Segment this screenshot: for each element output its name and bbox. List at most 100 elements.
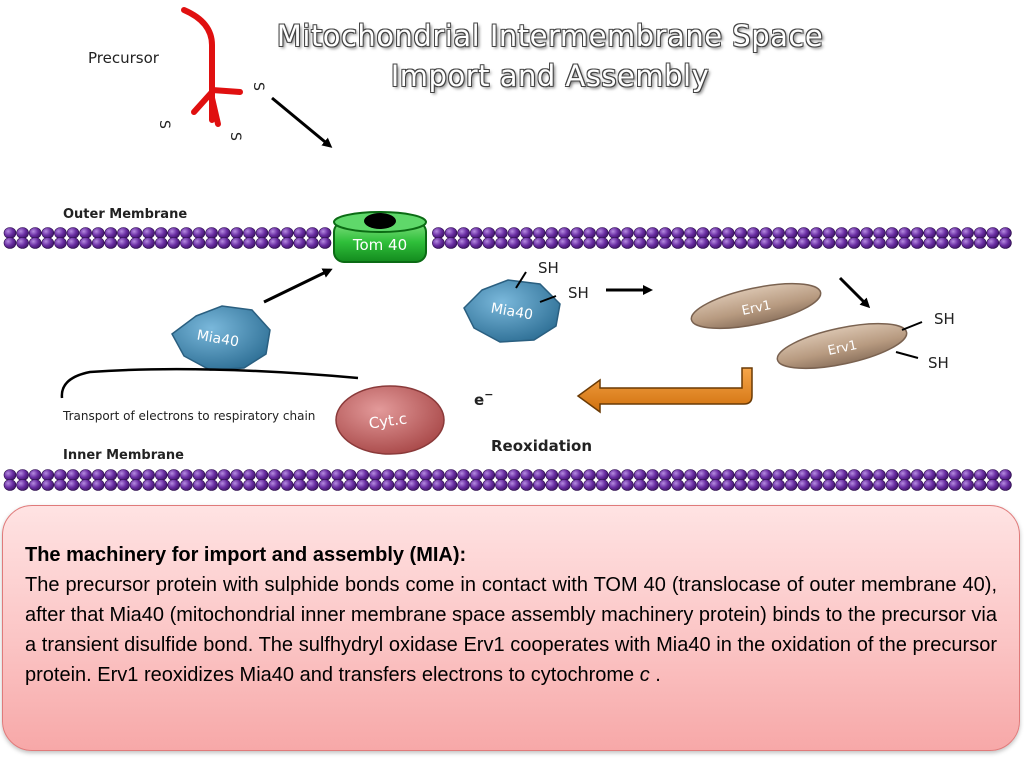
lipid-bead: [318, 479, 332, 491]
lipid-bead: [658, 237, 672, 249]
erv1-sh-label-2: SH: [928, 354, 949, 372]
lipid-bead: [835, 227, 848, 239]
lipid-bead: [331, 469, 344, 481]
lipid-bead: [41, 237, 55, 249]
lipid-bead: [747, 227, 760, 239]
lipid-bead: [961, 227, 974, 239]
lipid-bead: [66, 227, 80, 239]
lipid-bead: [255, 479, 269, 491]
lipid-bead: [507, 227, 521, 239]
precursor-label: Precursor: [88, 49, 160, 67]
lipid-bead: [898, 479, 911, 491]
lipid-bead: [873, 227, 886, 239]
lipid-bead: [986, 237, 1000, 249]
lipid-bead: [810, 469, 823, 481]
lipid-bead: [797, 237, 811, 249]
info-body: The precursor protein with sulphide bond…: [25, 570, 997, 690]
lipid-bead: [369, 479, 382, 491]
lipid-bead: [507, 479, 521, 491]
lipid-bead: [999, 479, 1012, 491]
lipid-bead: [180, 469, 193, 481]
lipid-bead: [583, 237, 596, 249]
lipid-bead: [28, 237, 42, 249]
lipid-bead: [545, 227, 559, 239]
lipid-bead: [419, 479, 433, 491]
lipid-bead: [432, 479, 445, 491]
lipid-bead: [318, 227, 332, 239]
info-body-italic: c: [639, 664, 650, 686]
lipid-bead: [532, 479, 546, 491]
lipid-bead: [482, 227, 496, 239]
lipid-bead: [129, 479, 143, 491]
lipid-bead: [684, 237, 697, 249]
lipid-bead: [784, 237, 798, 249]
lipid-bead: [860, 227, 874, 239]
inner-membrane: [3, 469, 1012, 491]
lipid-bead: [79, 237, 92, 249]
lipid-bead: [646, 237, 659, 249]
lipid-bead: [91, 469, 105, 481]
lipid-bead: [999, 227, 1012, 239]
lipid-bead: [885, 469, 899, 481]
lipid-bead: [104, 237, 118, 249]
lipid-bead: [192, 227, 206, 239]
lipid-bead: [482, 479, 496, 491]
lipid-bead: [923, 227, 937, 239]
lipid-bead: [948, 237, 962, 249]
mia40-reduced: Mia40: [463, 271, 561, 343]
lipid-bead: [923, 237, 937, 249]
lipid-bead: [973, 227, 987, 239]
lipid-bead: [16, 227, 29, 239]
lipid-bead: [154, 237, 168, 249]
lipid-bead: [961, 469, 974, 481]
lipid-bead: [558, 237, 571, 249]
lipid-bead: [280, 227, 294, 239]
lipid-bead: [835, 237, 848, 249]
erv1-oxidized: Erv1: [690, 282, 822, 330]
lipid-bead: [356, 479, 370, 491]
title-line-1: Mitochondrial Intermembrane Space: [276, 19, 824, 53]
lipid-bead: [520, 469, 533, 481]
lipid-bead: [545, 237, 559, 249]
lipid-bead: [595, 237, 609, 249]
lipid-bead: [583, 227, 596, 239]
lipid-bead: [205, 227, 218, 239]
lipid-bead: [369, 469, 382, 481]
lipid-bead: [822, 237, 836, 249]
lipid-bead: [16, 237, 29, 249]
info-body-end: .: [655, 664, 661, 686]
lipid-bead: [999, 469, 1012, 481]
lipid-bead: [608, 469, 622, 481]
lipid-bead: [873, 237, 886, 249]
lipid-bead: [142, 237, 155, 249]
lipid-bead: [205, 237, 218, 249]
lipid-bead: [910, 479, 924, 491]
lipid-bead: [784, 479, 798, 491]
lipid-bead: [734, 469, 748, 481]
lipid-bead: [495, 237, 508, 249]
lipid-bead: [306, 227, 319, 239]
lipid-bead: [810, 479, 823, 491]
lipid-bead: [709, 227, 722, 239]
lipid-bead: [696, 479, 710, 491]
lipid-bead: [822, 469, 836, 481]
lipid-bead: [129, 227, 143, 239]
erv1-oxidized-label: Erv1: [741, 298, 773, 319]
lipid-bead: [142, 227, 155, 239]
lipid-bead: [129, 469, 143, 481]
lipid-bead: [406, 469, 420, 481]
lipid-bead: [180, 479, 193, 491]
lipid-bead: [66, 479, 80, 491]
lipid-bead: [167, 469, 181, 481]
lipid-bead: [784, 227, 798, 239]
lipid-bead: [759, 227, 773, 239]
lipid-bead: [444, 237, 458, 249]
lipid-bead: [54, 227, 67, 239]
lipid-bead: [268, 227, 281, 239]
lipid-bead: [457, 479, 470, 491]
lipid-bead: [41, 479, 55, 491]
lipid-bead: [457, 469, 470, 481]
mia40-free-label: Mia40: [196, 327, 241, 350]
lipid-bead: [205, 469, 218, 481]
lipid-bead: [54, 469, 67, 481]
